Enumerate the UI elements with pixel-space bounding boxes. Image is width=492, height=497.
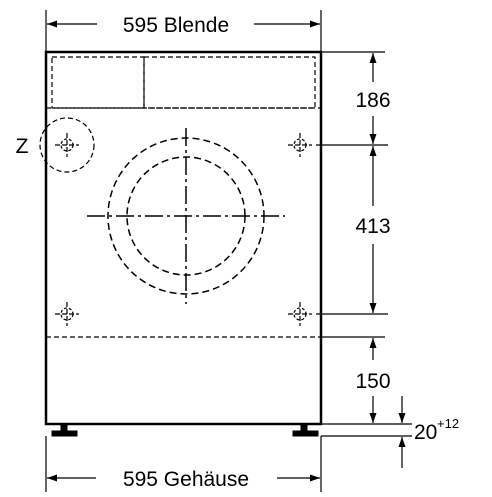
foot-height-tolerance: +12 xyxy=(437,416,459,431)
bottom-width-dimension xyxy=(45,436,322,492)
fixing-point-top-left xyxy=(55,133,79,157)
control-panel-outline xyxy=(143,56,316,109)
foot-height-label: 20 xyxy=(414,421,437,444)
door-porthole xyxy=(87,128,285,304)
bottom-width-label: 595 Gehäuse xyxy=(123,468,249,491)
detail-z-circle xyxy=(39,117,95,173)
fixing-spacing-label: 413 xyxy=(355,215,390,238)
fixing-point-top-right xyxy=(288,133,312,157)
foot-left xyxy=(51,423,78,437)
top-width-dimension xyxy=(45,10,322,52)
foot-right xyxy=(292,423,319,437)
detergent-drawer-outline xyxy=(51,56,145,109)
fixing-point-bottom-right xyxy=(288,302,312,326)
housing-body xyxy=(44,50,323,426)
fixing-point-bottom-left xyxy=(55,302,79,326)
control-panel xyxy=(46,56,321,109)
panel-height-label: 186 xyxy=(355,89,390,112)
appliance-outline xyxy=(44,50,323,426)
top-width-label: 595 Blende xyxy=(123,14,229,37)
feet xyxy=(51,423,319,437)
bottom-offset-label: 150 xyxy=(355,370,390,393)
detail-marker-label: Z xyxy=(16,135,29,158)
vertical-dimensions xyxy=(316,51,412,468)
fixing-points xyxy=(39,117,312,326)
